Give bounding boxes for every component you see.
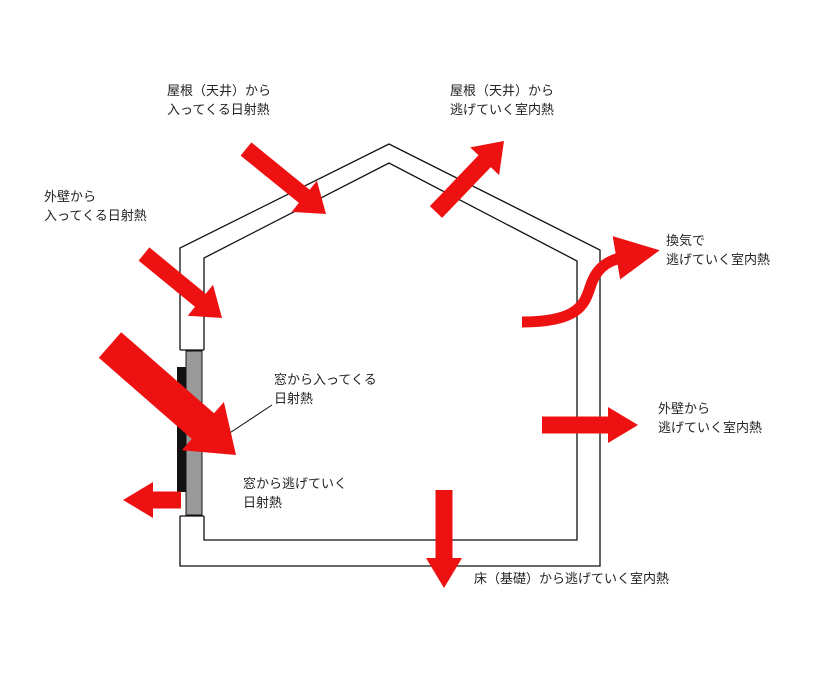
house-outer-wall <box>179 143 601 567</box>
curved-arrow-icon <box>521 236 660 328</box>
label-vent-out: 換気で 逃げていく室内熱 <box>666 234 771 268</box>
arrow-roof-in <box>240 142 326 214</box>
arrow-window-in <box>98 332 236 455</box>
label-roof-out: 屋根（天井）から 逃げていく室内熱 <box>450 84 555 118</box>
arrow-wall-in <box>138 247 222 318</box>
house-inner-wall <box>203 162 578 541</box>
arrow-floor-out <box>426 490 462 588</box>
arrow-window-out <box>123 482 181 518</box>
arrow-wall-out <box>542 407 638 443</box>
label-window-out: 窓から逃げていく 日射熱 <box>243 477 348 511</box>
label-floor-out: 床（基礎）から逃げていく室内熱 <box>474 572 670 587</box>
arrow-roof-out <box>429 141 504 218</box>
label-wall-out: 外壁から 逃げていく室内熱 <box>658 402 763 436</box>
label-window-in: 窓から入ってくる 日射熱 <box>274 373 377 407</box>
label-roof-in: 屋根（天井）から 入ってくる日射熱 <box>167 84 272 118</box>
label-wall-in: 外壁から 入ってくる日射熱 <box>44 190 147 224</box>
